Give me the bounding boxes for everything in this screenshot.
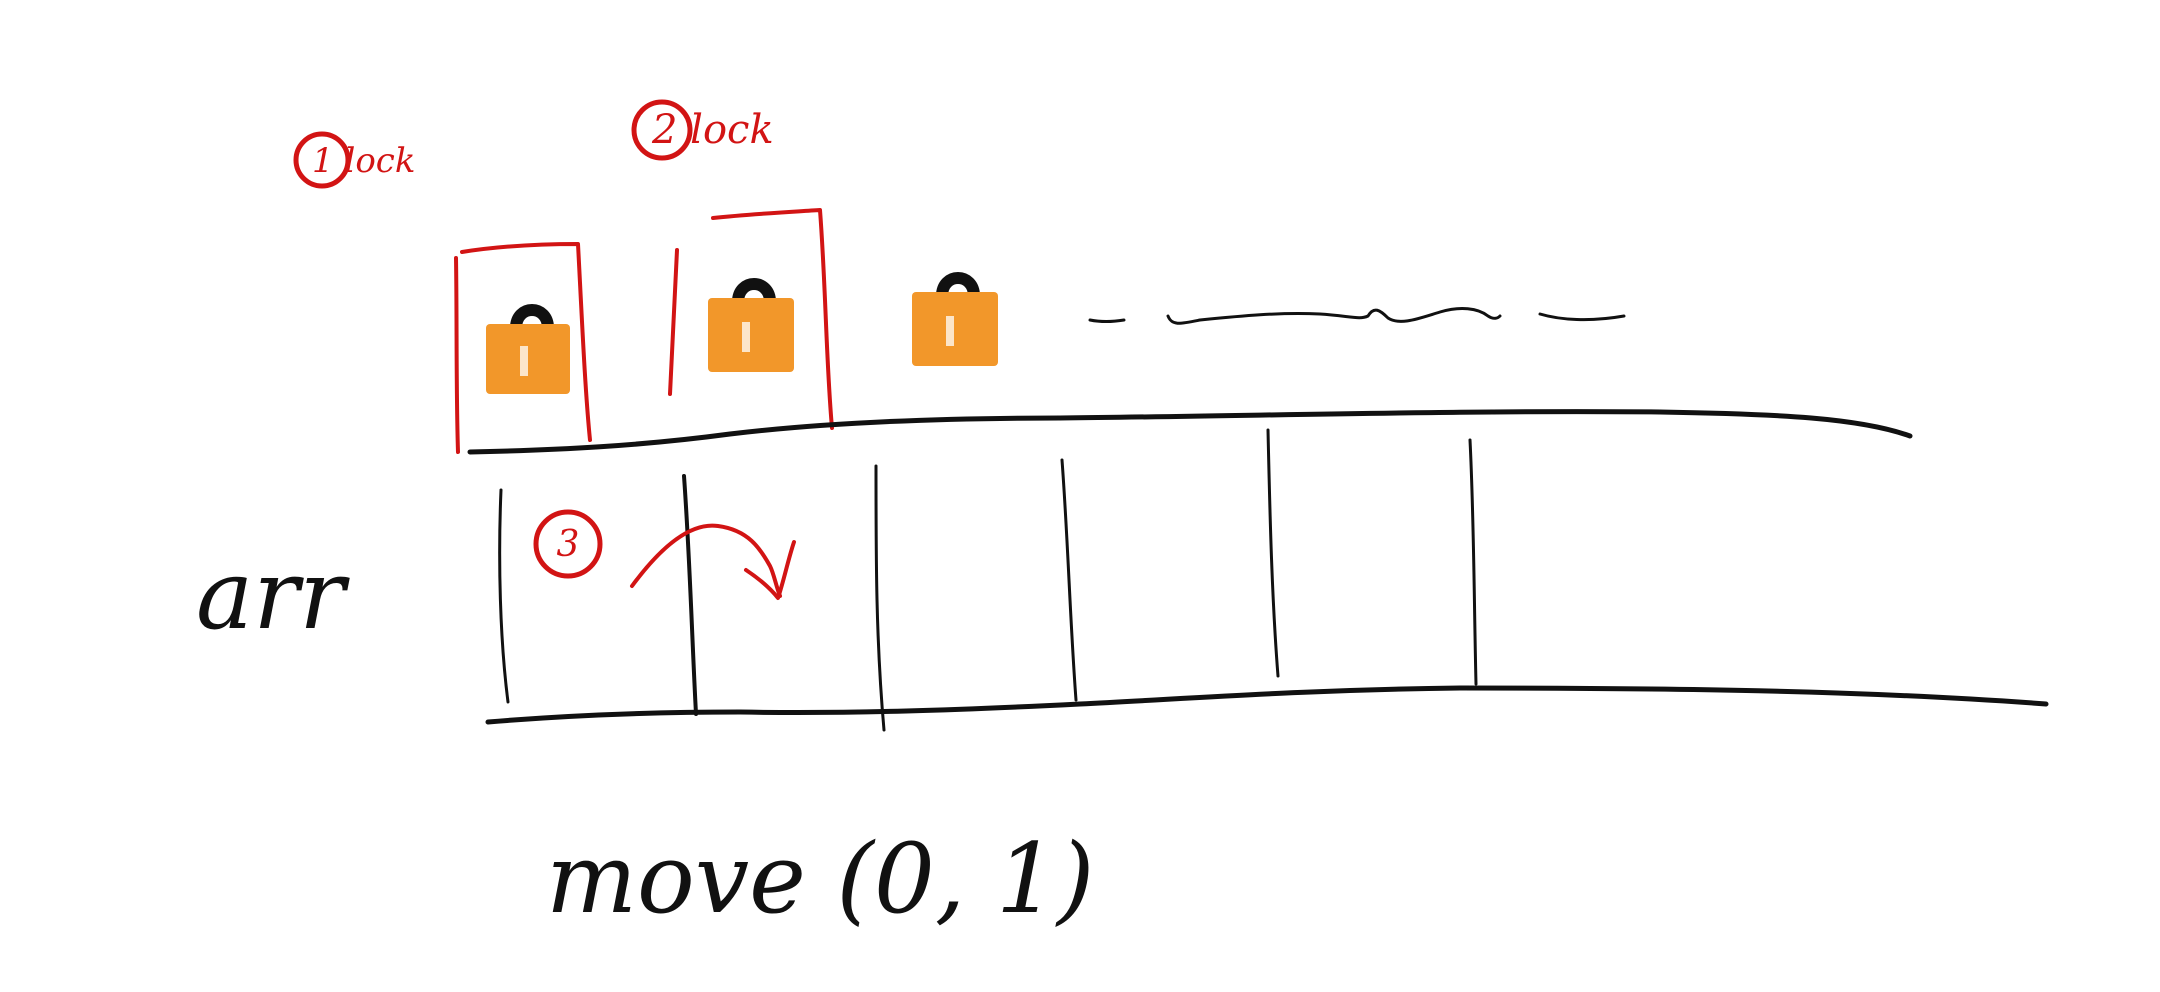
padlock-icon <box>486 304 570 394</box>
function-call-text: move (0, 1) <box>546 823 1094 935</box>
array-frame <box>467 409 2049 732</box>
array-cell-divider <box>874 464 886 732</box>
step1-circle <box>293 131 351 189</box>
array-cell-divider <box>498 488 510 704</box>
move-arrow-head <box>744 540 796 600</box>
step2-circle <box>631 99 693 161</box>
lock2-bracket-left <box>668 248 679 396</box>
array-cell-divider <box>1060 458 1078 702</box>
array-label: arr <box>196 539 350 651</box>
move-arrow <box>630 523 782 598</box>
step2-label: 2 lock <box>651 107 774 153</box>
step3-number: 3 <box>557 524 580 565</box>
step3-circle <box>533 509 603 579</box>
padlock-icon <box>708 278 794 372</box>
array-cell-divider <box>1468 438 1478 686</box>
step2-annotation: 2 lock <box>631 99 774 161</box>
step1-label: 1 lock <box>312 141 415 181</box>
lock1-bracket-left <box>454 256 460 454</box>
lock2-bracket-right <box>711 208 834 430</box>
step3-annotation: 3 <box>533 509 796 600</box>
array-bottom-edge <box>485 685 2049 725</box>
array-top-edge <box>467 409 1913 455</box>
array-cell-divider <box>1266 428 1280 678</box>
step1-annotation: 1 lock <box>293 131 415 189</box>
lock1-bracket-right <box>460 242 592 442</box>
continuation-squiggle <box>1088 307 1626 325</box>
array-cell-divider <box>682 474 698 716</box>
padlock-icon <box>912 272 998 366</box>
